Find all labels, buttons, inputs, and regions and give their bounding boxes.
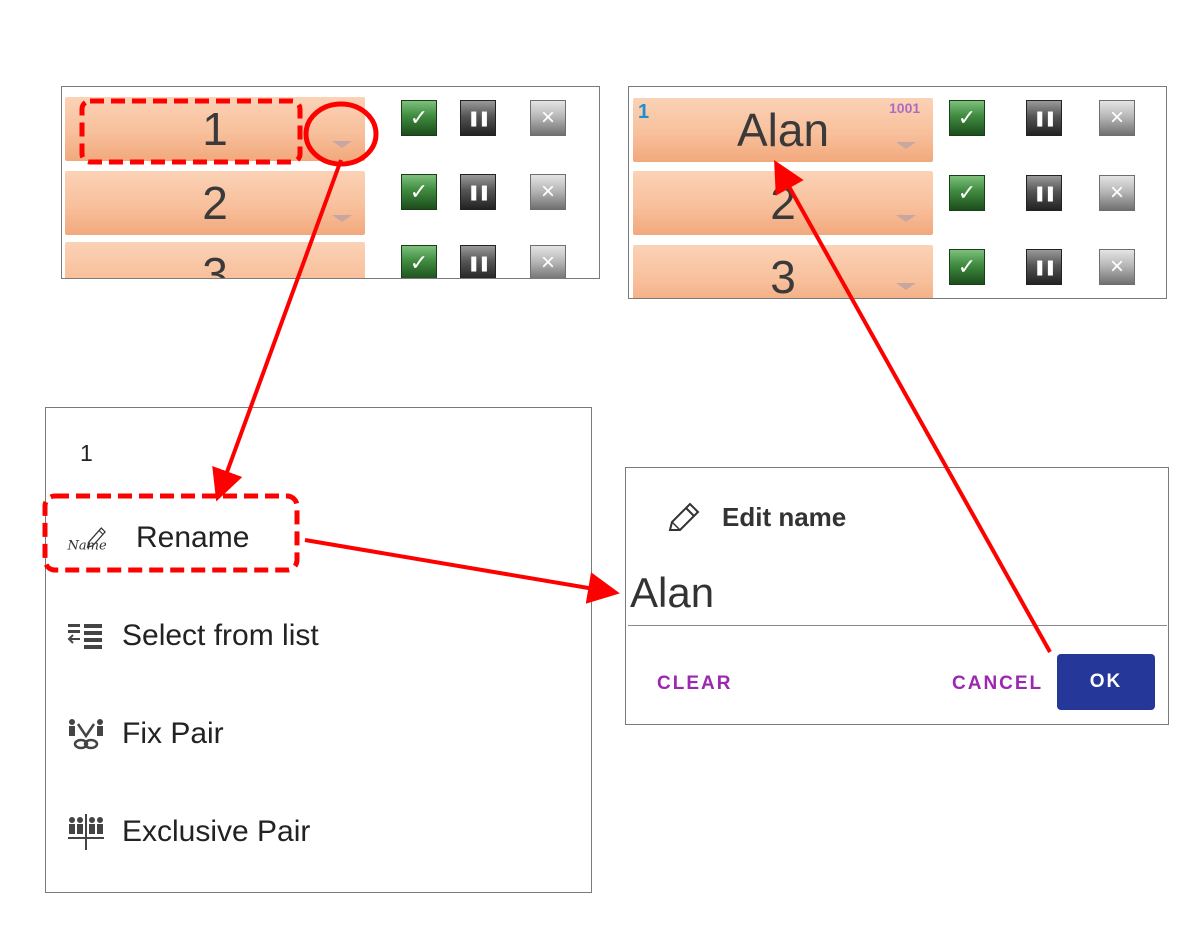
menu-item-select-from-list[interactable]: Select from list [66, 614, 319, 658]
player-name-button[interactable]: 2 [65, 171, 365, 235]
pause-icon[interactable]: ❚❚ [1026, 100, 1062, 136]
pause-icon[interactable]: ❚❚ [1026, 175, 1062, 211]
close-icon[interactable]: × [530, 174, 566, 210]
check-icon[interactable]: ✓ [949, 249, 985, 285]
clear-button[interactable]: CLEAR [657, 673, 733, 694]
close-icon[interactable]: × [1099, 175, 1135, 211]
dialog-title-text: Edit name [722, 501, 847, 532]
name-pencil-icon: Name [66, 518, 112, 558]
cancel-button[interactable]: CANCEL [952, 673, 1044, 694]
caret-down-icon[interactable] [896, 215, 916, 222]
player-name: 2 [202, 177, 228, 229]
player-name: Alan [736, 104, 830, 156]
player-row: 1 ✓ ❚❚ × [65, 97, 599, 161]
pause-icon[interactable]: ❚❚ [460, 245, 496, 278]
pause-icon[interactable]: ❚❚ [460, 174, 496, 210]
menu-item-fix-pair[interactable]: Fix Pair [66, 712, 224, 756]
check-icon[interactable]: ✓ [949, 100, 985, 136]
caret-down-icon[interactable] [896, 283, 916, 290]
menu-item-label: Rename [136, 521, 250, 554]
menu-item-rename[interactable]: Name Rename [66, 516, 250, 560]
player-row: 1 1001 Alan ✓ ❚❚ × [633, 98, 1166, 162]
fix-pair-icon [66, 714, 112, 754]
menu-item-label: Select from list [122, 619, 319, 652]
input-underline [628, 625, 1167, 626]
player-name: 1 [202, 103, 228, 155]
seat-number: 1 [638, 101, 650, 123]
caret-down-icon[interactable] [332, 215, 352, 222]
player-name-button[interactable]: 1 1001 Alan [633, 98, 933, 162]
player-row: 3 ✓ ❚❚ × [65, 242, 599, 279]
player-list-after: 1 1001 Alan ✓ ❚❚ × 2 ✓ ❚❚ × 3 ✓ ❚❚ × [628, 86, 1167, 299]
player-name: 2 [770, 177, 796, 229]
check-icon[interactable]: ✓ [401, 100, 437, 136]
player-name-button[interactable]: 2 [633, 171, 933, 235]
player-name-button[interactable]: 1 [65, 97, 365, 161]
menu-item-label: Fix Pair [122, 717, 224, 750]
dialog-title: Edit name [666, 500, 846, 534]
exclusive-pair-icon [66, 812, 112, 852]
pencil-icon [666, 500, 704, 534]
player-name-button[interactable]: 3 [65, 242, 365, 279]
check-icon[interactable]: ✓ [949, 175, 985, 211]
list-select-icon [66, 616, 112, 656]
menu-item-label: Exclusive Pair [122, 815, 311, 848]
ok-button[interactable]: OK [1057, 654, 1155, 710]
caret-down-icon[interactable] [332, 141, 352, 148]
svg-text:Name: Name [67, 539, 107, 554]
check-icon[interactable]: ✓ [401, 174, 437, 210]
player-name-button[interactable]: 3 [633, 245, 933, 299]
menu-title: 1 [80, 440, 93, 466]
close-icon[interactable]: × [1099, 249, 1135, 285]
close-icon[interactable]: × [1099, 100, 1135, 136]
player-row: 3 ✓ ❚❚ × [633, 245, 1166, 299]
name-input[interactable]: Alan [630, 569, 715, 616]
player-list-before: 1 ✓ ❚❚ × 2 ✓ ❚❚ × 3 ✓ ❚❚ × [61, 86, 600, 279]
player-name: 3 [202, 248, 228, 279]
caret-down-icon[interactable] [896, 142, 916, 149]
player-row: 2 ✓ ❚❚ × [633, 171, 1166, 235]
menu-item-exclusive-pair[interactable]: Exclusive Pair [66, 810, 310, 854]
player-row: 2 ✓ ❚❚ × [65, 171, 599, 235]
player-id: 1001 [889, 100, 921, 116]
pause-icon[interactable]: ❚❚ [1026, 249, 1062, 285]
pause-icon[interactable]: ❚❚ [460, 100, 496, 136]
close-icon[interactable]: × [530, 100, 566, 136]
player-name: 3 [770, 251, 796, 299]
close-icon[interactable]: × [530, 245, 566, 278]
check-icon[interactable]: ✓ [401, 245, 437, 278]
